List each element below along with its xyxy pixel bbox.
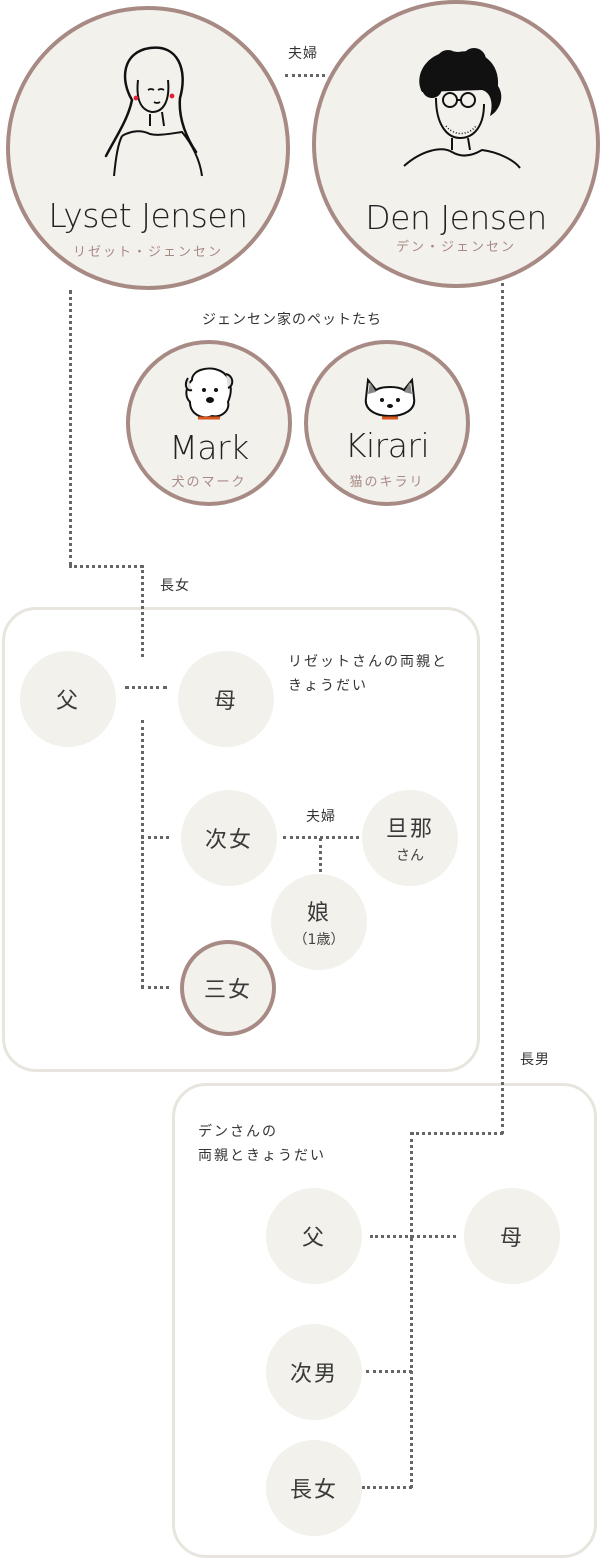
den-eldest-daughter-node: 長女 <box>266 1440 362 1536</box>
niece-node: 娘 （1歳） <box>271 874 367 970</box>
lyset-third-daughter-node: 三女 <box>180 940 276 1036</box>
cat-caption: 猫のキラリ <box>349 475 425 490</box>
lyset-children-trunk <box>141 720 144 988</box>
cat-icon <box>364 377 416 420</box>
lyset-mother-label: 母 <box>213 689 238 714</box>
niece-age: （1歳） <box>293 932 345 948</box>
lyset-descent-line <box>69 290 72 566</box>
den-kana: デン・ジェンセン <box>395 240 516 255</box>
den-descent-line <box>501 283 504 1134</box>
couple-relation-label: 夫婦 <box>288 46 318 62</box>
den-parents-link <box>370 1235 456 1238</box>
lyset-second-daughter-branch <box>141 836 169 839</box>
den-family-description: デンさんの 両親ときょうだい <box>198 1120 326 1168</box>
den-link-label: 長男 <box>520 1052 550 1068</box>
lyset-name: Lyset Jensen <box>48 196 248 235</box>
den-family-description-line1: デンさんの <box>198 1124 278 1140</box>
couple-connector <box>285 74 325 77</box>
lyset-kana: リゼット・ジェンセン <box>72 245 223 260</box>
cat-name: Kirari <box>344 426 430 465</box>
den-second-son-node: 次男 <box>266 1324 362 1420</box>
pet-cat-card: Kirari 猫のキラリ <box>304 340 470 506</box>
dog-name: Mark <box>169 428 249 467</box>
den-portrait: Den Jensen デン・ジェンセン <box>312 0 600 288</box>
husband-label: 旦那 <box>385 817 434 842</box>
man-illustration-icon <box>403 48 521 169</box>
den-mother-node: 母 <box>464 1188 560 1284</box>
niece-link <box>319 838 322 872</box>
woman-illustration-icon <box>104 46 203 177</box>
den-children-trunk <box>410 1238 413 1488</box>
lyset-descent-line-h <box>69 565 143 568</box>
lyset-second-daughter-node: 次女 <box>181 790 277 886</box>
lyset-mother-node: 母 <box>178 651 274 747</box>
lyset-family-description-line1: リゼットさんの両親と <box>288 654 448 670</box>
den-father-label: 父 <box>301 1226 326 1251</box>
lyset-father-node: 父 <box>20 651 116 747</box>
second-daughter-spouse-label: 夫婦 <box>306 809 336 825</box>
husband-suffix: さん <box>396 848 424 864</box>
lyset-portrait: Lyset Jensen リゼット・ジェンセン <box>6 6 290 290</box>
den-family-panel <box>172 1083 597 1558</box>
second-daughter-spouse-link <box>283 836 359 839</box>
lyset-family-description: リゼットさんの両親と きょうだい <box>288 650 448 698</box>
pets-title: ジェンセン家のペットたち <box>202 312 382 328</box>
lyset-parents-link <box>125 686 167 689</box>
lyset-descent-line-2 <box>141 565 144 657</box>
dog-caption: 犬のマーク <box>171 475 247 490</box>
lyset-second-daughter-label: 次女 <box>204 828 253 853</box>
lyset-third-daughter-label: 三女 <box>203 978 252 1003</box>
den-father-node: 父 <box>266 1188 362 1284</box>
den-descent-line-2 <box>410 1132 413 1238</box>
lyset-family-description-line2: きょうだい <box>288 678 368 694</box>
den-name: Den Jensen <box>365 198 547 237</box>
den-eldest-daughter-label: 長女 <box>289 1478 338 1503</box>
den-second-son-branch <box>366 1370 412 1373</box>
den-descent-line-h <box>411 1132 503 1135</box>
den-second-son-label: 次男 <box>289 1362 338 1387</box>
niece-label: 娘 <box>306 901 331 926</box>
lyset-father-label: 父 <box>55 689 80 714</box>
lyset-third-daughter-branch <box>141 986 169 989</box>
dog-icon <box>184 367 234 420</box>
lyset-link-label: 長女 <box>160 578 190 594</box>
den-eldest-daughter-branch <box>362 1486 412 1489</box>
den-family-description-line2: 両親ときょうだい <box>198 1148 326 1164</box>
pet-dog-card: Mark 犬のマーク <box>126 340 292 506</box>
den-mother-label: 母 <box>499 1226 524 1251</box>
second-daughter-husband-node: 旦那 さん <box>362 790 458 886</box>
